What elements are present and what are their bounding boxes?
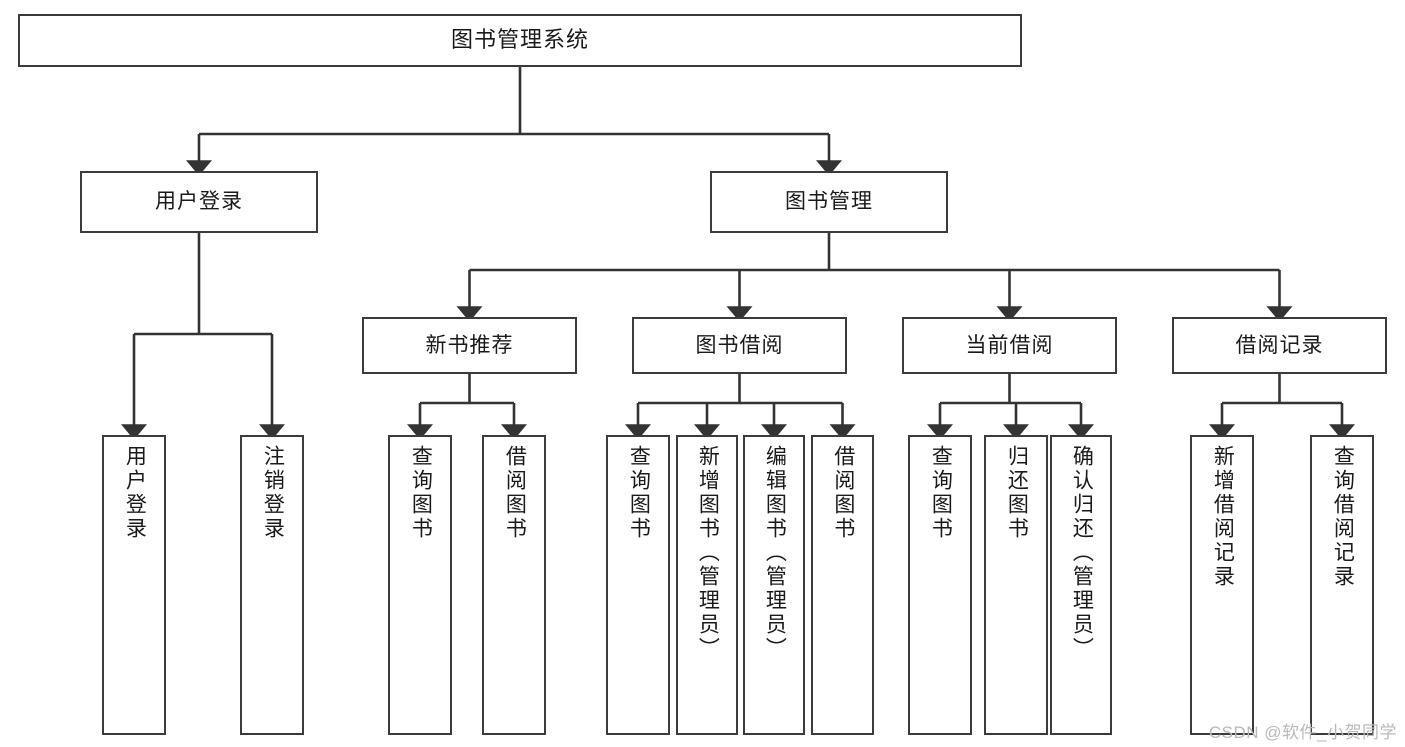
node-book-borrow[interactable]: 图书借阅	[632, 317, 847, 374]
leaf-currentborrow-query-book-label: 查询图书	[929, 445, 953, 541]
leaf-logout-label: 注销登录	[261, 445, 285, 541]
leaf-newbook-query-book[interactable]: 查询图书	[388, 435, 452, 735]
node-new-book-recommend-label: 新书推荐	[425, 333, 514, 357]
leaf-user-login[interactable]: 用户登录	[102, 435, 166, 735]
leaf-bookborrow-add-book-label: 新增图书（管理员）	[696, 445, 720, 661]
node-current-borrow-label: 当前借阅	[965, 333, 1054, 357]
leaf-currentborrow-confirm-return-label: 确认归还（管理员）	[1070, 445, 1094, 661]
node-book-management-label: 图书管理	[785, 190, 873, 214]
leaf-newbook-borrow-book-label: 借阅图书	[503, 445, 527, 541]
leaf-user-login-label: 用户登录	[123, 445, 147, 541]
leaf-record-query-borrow-record-label: 查询借阅记录	[1331, 445, 1355, 589]
node-new-book-recommend[interactable]: 新书推荐	[362, 317, 577, 374]
leaf-bookborrow-query-book-label: 查询图书	[627, 445, 651, 541]
node-user-login[interactable]: 用户登录	[80, 171, 318, 233]
leaf-bookborrow-query-book[interactable]: 查询图书	[606, 435, 670, 735]
leaf-record-add-borrow-record-label: 新增借阅记录	[1211, 445, 1235, 589]
node-borrow-record-label: 借阅记录	[1235, 333, 1324, 357]
leaf-bookborrow-add-book[interactable]: 新增图书（管理员）	[676, 435, 738, 735]
leaf-newbook-borrow-book[interactable]: 借阅图书	[482, 435, 546, 735]
node-root-label: 图书管理系统	[450, 27, 589, 53]
node-book-borrow-label: 图书借阅	[695, 333, 784, 357]
node-user-login-label: 用户登录	[155, 190, 243, 214]
leaf-bookborrow-borrow-book-label: 借阅图书	[831, 445, 855, 541]
node-borrow-record[interactable]: 借阅记录	[1172, 317, 1387, 374]
leaf-currentborrow-confirm-return[interactable]: 确认归还（管理员）	[1050, 435, 1112, 735]
leaf-currentborrow-return-book-label: 归还图书	[1005, 445, 1029, 541]
leaf-record-add-borrow-record[interactable]: 新增借阅记录	[1190, 435, 1254, 735]
leaf-record-query-borrow-record[interactable]: 查询借阅记录	[1310, 435, 1374, 735]
leaf-bookborrow-edit-book-label: 编辑图书（管理员）	[763, 445, 787, 661]
node-book-management[interactable]: 图书管理	[710, 171, 948, 233]
leaf-newbook-query-book-label: 查询图书	[409, 445, 433, 541]
node-current-borrow[interactable]: 当前借阅	[902, 317, 1117, 374]
leaf-currentborrow-query-book[interactable]: 查询图书	[908, 435, 972, 735]
node-root[interactable]: 图书管理系统	[18, 14, 1022, 67]
leaf-bookborrow-borrow-book[interactable]: 借阅图书	[811, 435, 874, 735]
leaf-currentborrow-return-book[interactable]: 归还图书	[984, 435, 1048, 735]
leaf-logout[interactable]: 注销登录	[240, 435, 304, 735]
leaf-bookborrow-edit-book[interactable]: 编辑图书（管理员）	[743, 435, 805, 735]
csdn-watermark: CSDN @软件_小贺同学	[1208, 723, 1397, 742]
